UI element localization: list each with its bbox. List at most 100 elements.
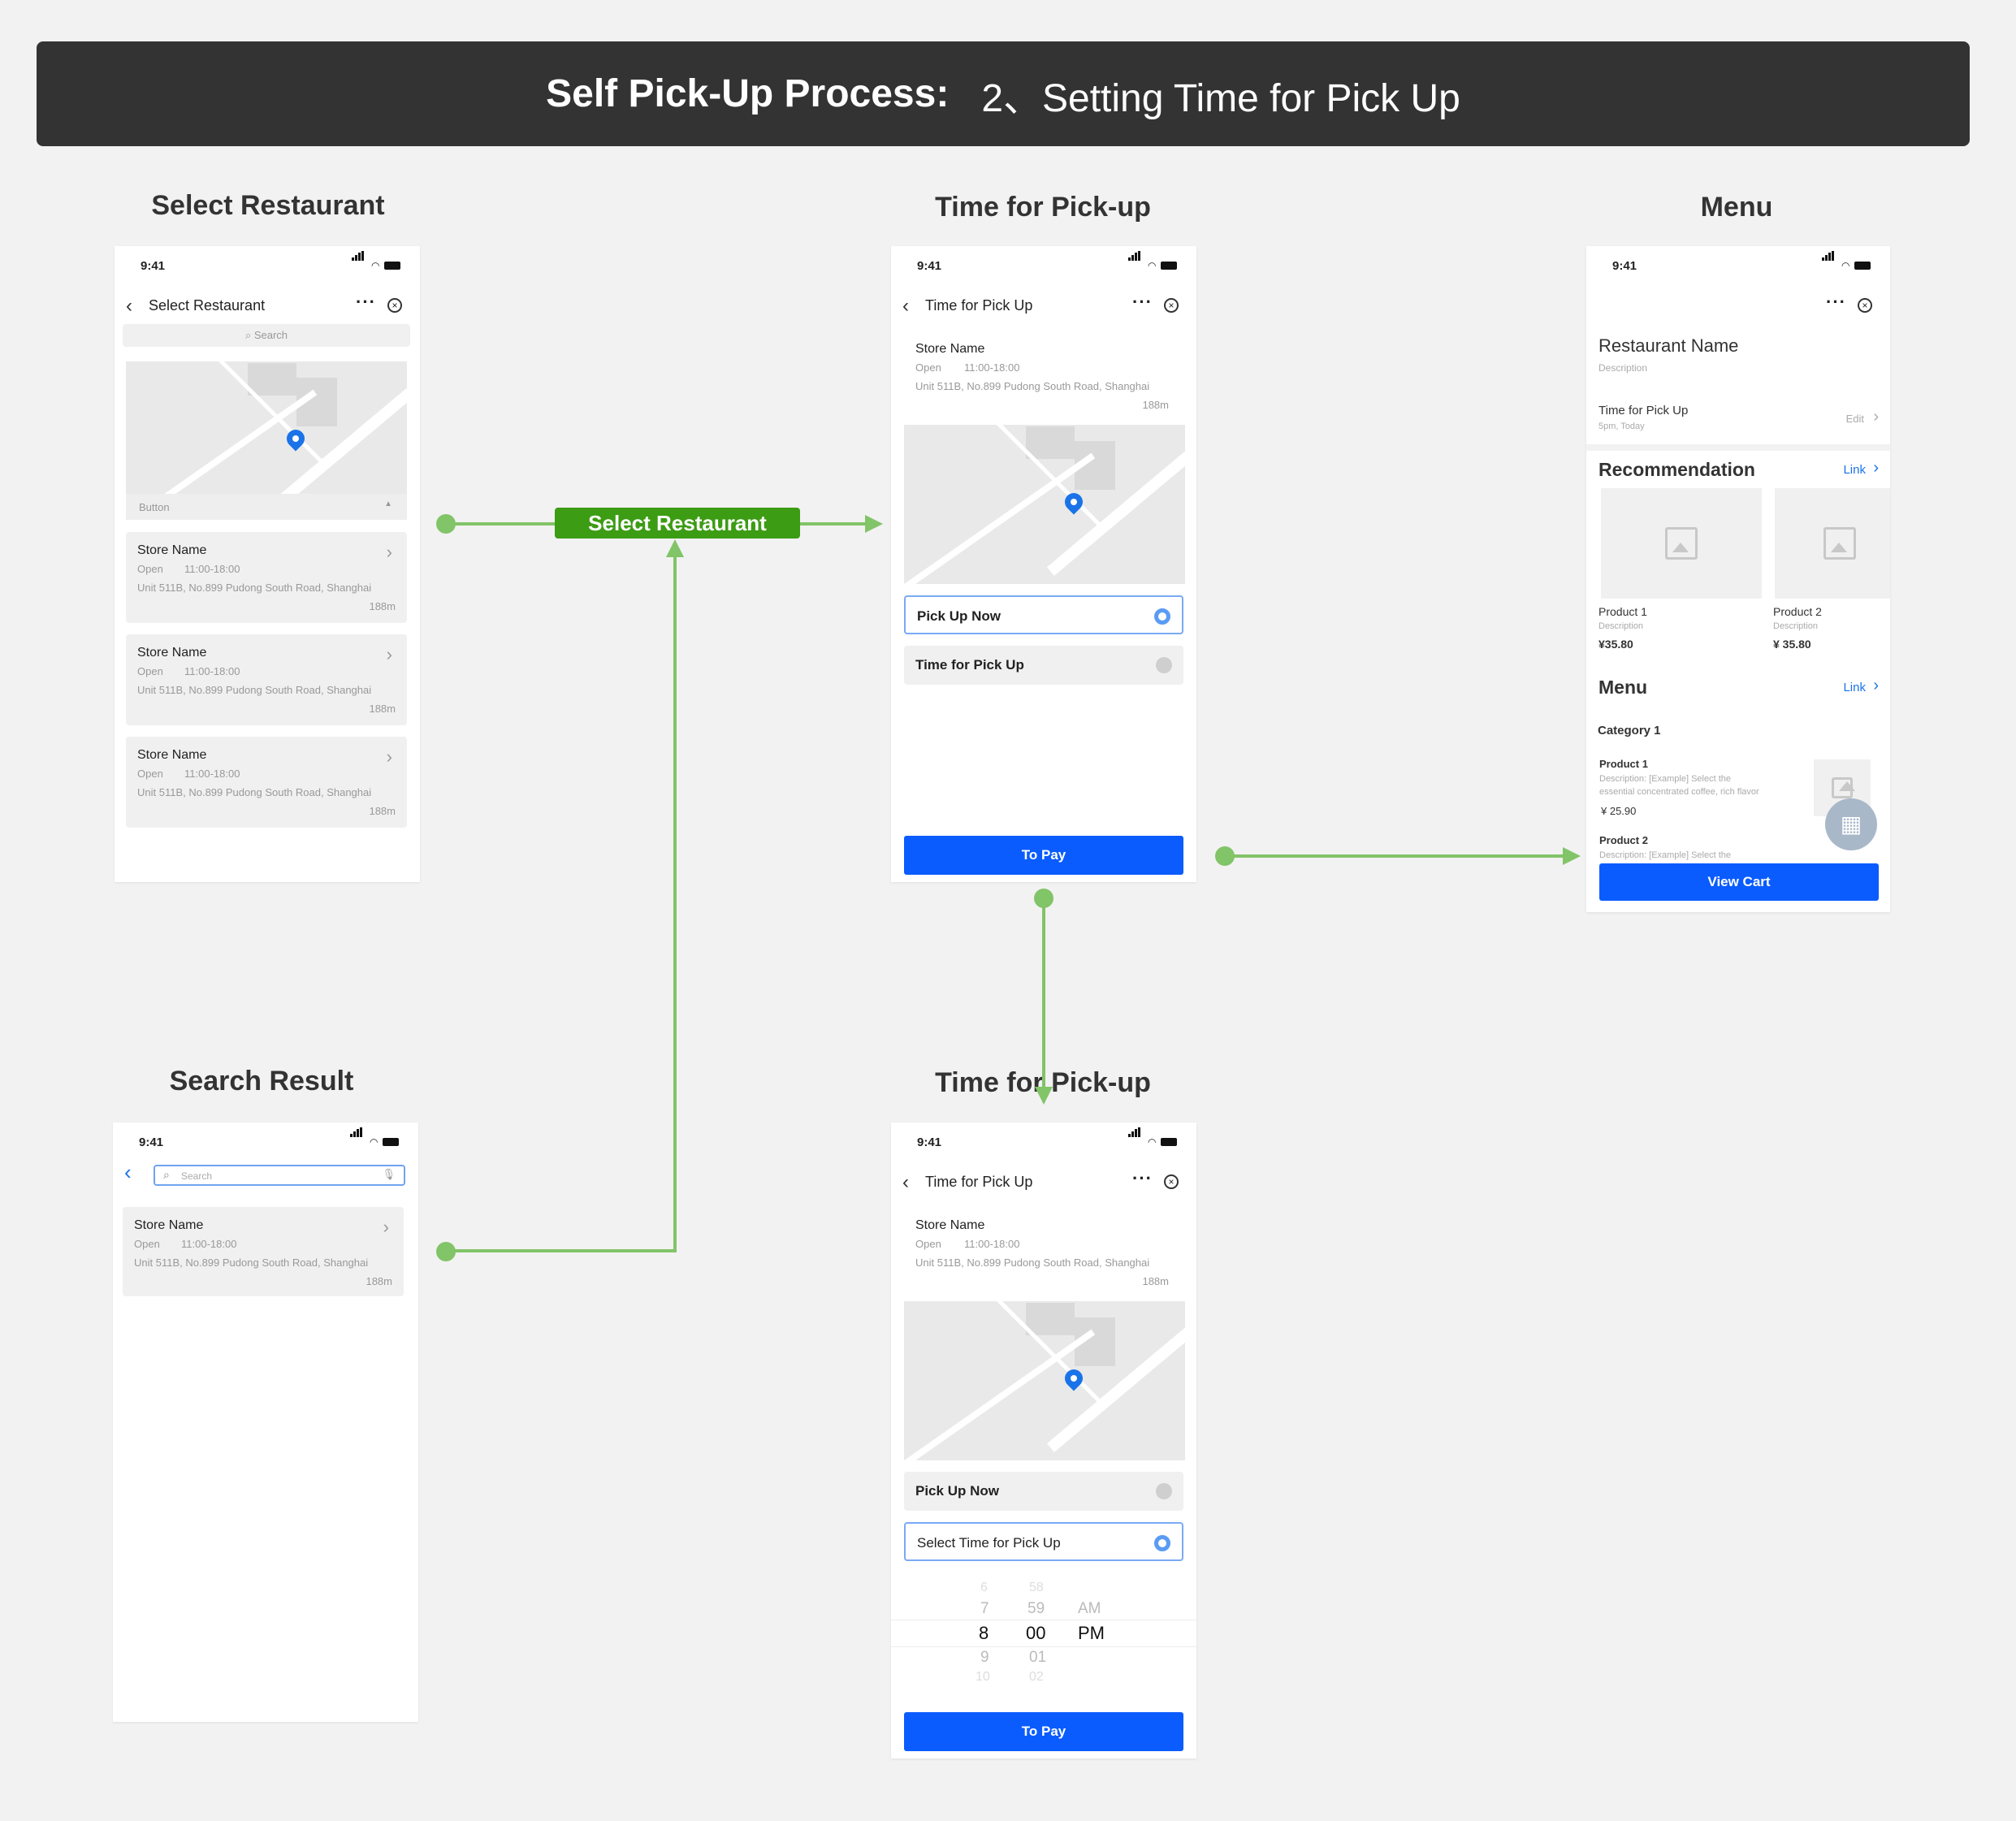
- store-name: Store Name: [137, 748, 207, 762]
- section-title-search-result: Search Result: [169, 1066, 354, 1096]
- close-icon[interactable]: ×: [1164, 1174, 1179, 1189]
- store-hours: 11:00-18:00: [964, 361, 1020, 374]
- view-cart-button[interactable]: View Cart: [1599, 863, 1879, 901]
- store-open: Open: [137, 768, 163, 780]
- map[interactable]: [904, 1301, 1185, 1460]
- time-picker[interactable]: 6 7 8 9 10 58 59 00 01 02 AM PM: [891, 1577, 1196, 1699]
- pickup-time-value: 5pm, Today: [1599, 422, 1645, 431]
- image-placeholder-icon: [1665, 527, 1698, 560]
- close-icon[interactable]: ×: [387, 298, 402, 313]
- recommendation-link[interactable]: Link: [1843, 463, 1866, 477]
- pickup-time-row[interactable]: Time for Pick Up 5pm, Today Edit ›: [1586, 396, 1890, 441]
- to-pay-button[interactable]: To Pay: [904, 836, 1183, 875]
- radio-selected-icon: [1154, 608, 1170, 625]
- picker-minute[interactable]: 59: [1027, 1600, 1045, 1617]
- microphone-icon[interactable]: 🎙: [382, 1168, 396, 1180]
- store-open: Open: [915, 1238, 941, 1250]
- option-time-for-pick-up[interactable]: Time for Pick Up: [904, 646, 1183, 685]
- chevron-right-icon[interactable]: ›: [1873, 677, 1879, 694]
- store-card[interactable]: Store Name Open 11:00-18:00 Unit 511B, N…: [126, 634, 407, 725]
- search-placeholder: Search: [253, 329, 288, 341]
- store-open: Open: [134, 1238, 160, 1250]
- chevron-right-icon[interactable]: ›: [1873, 459, 1879, 477]
- option-pick-up-now[interactable]: Pick Up Now: [904, 595, 1183, 634]
- close-icon[interactable]: ×: [1164, 298, 1179, 313]
- store-open: Open: [137, 563, 163, 575]
- close-icon[interactable]: ×: [1858, 298, 1872, 313]
- map[interactable]: [126, 361, 407, 519]
- store-hours: 11:00-18:00: [181, 1238, 237, 1250]
- picker-minute[interactable]: 02: [1029, 1670, 1044, 1684]
- menu-link[interactable]: Link: [1843, 681, 1866, 694]
- option-pick-up-now[interactable]: Pick Up Now: [904, 1472, 1183, 1511]
- floating-grid-button[interactable]: ▦: [1825, 798, 1877, 850]
- store-card[interactable]: Store Name Open 11:00-18:00 Unit 511B, N…: [126, 532, 407, 623]
- map[interactable]: [904, 425, 1185, 584]
- screen-select-restaurant: 9:41 ◠ ‹ Select Restaurant ··· × ⌕ Searc…: [115, 246, 420, 882]
- picker-ampm-selected[interactable]: PM: [1078, 1623, 1105, 1643]
- back-icon[interactable]: ‹: [902, 1171, 909, 1193]
- banner-title-bold: Self Pick-Up Process:: [546, 72, 950, 115]
- flow-line: [446, 1249, 673, 1252]
- battery-icon: [1161, 262, 1177, 270]
- section-title-menu: Menu: [1700, 192, 1773, 223]
- nav-bar: ‹ Time for Pick Up ··· ×: [891, 1165, 1196, 1197]
- product-price: ¥35.80: [1599, 638, 1633, 651]
- picker-hour[interactable]: 7: [980, 1600, 989, 1617]
- search-icon: ⌕: [163, 1168, 170, 1181]
- picker-minute[interactable]: 58: [1029, 1581, 1044, 1594]
- flow-line: [1042, 898, 1045, 1087]
- status-time: 9:41: [139, 1135, 164, 1149]
- screen-time-pickup: 9:41 ◠ ‹ Time for Pick Up ··· × Store Na…: [891, 246, 1196, 882]
- edit-link[interactable]: Edit: [1845, 413, 1864, 425]
- picker-minute-selected[interactable]: 00: [1026, 1623, 1046, 1643]
- product-image[interactable]: [1775, 488, 1890, 599]
- more-icon[interactable]: ···: [1132, 1168, 1153, 1188]
- store-distance: 188m: [1142, 1275, 1169, 1287]
- flow-line: [800, 522, 865, 526]
- product-image[interactable]: [1601, 488, 1762, 599]
- status-icons: ◠: [1822, 251, 1871, 270]
- flow-line: [446, 522, 555, 526]
- arrow-right-icon: [865, 515, 883, 533]
- store-address: Unit 511B, No.899 Pudong South Road, Sha…: [915, 1257, 1150, 1269]
- back-icon[interactable]: ‹: [902, 295, 909, 317]
- picker-hour-selected[interactable]: 8: [979, 1623, 989, 1643]
- option-select-time[interactable]: Select Time for Pick Up: [904, 1522, 1183, 1561]
- chevron-right-icon: ›: [1873, 408, 1879, 426]
- picker-minute[interactable]: 01: [1029, 1649, 1047, 1666]
- picker-hour[interactable]: 6: [980, 1581, 988, 1594]
- more-icon[interactable]: ···: [1826, 292, 1846, 312]
- chevron-right-icon: ›: [386, 644, 392, 664]
- to-pay-button[interactable]: To Pay: [904, 1712, 1183, 1751]
- store-distance: 188m: [369, 600, 396, 612]
- picker-hour[interactable]: 9: [980, 1649, 989, 1666]
- search-input[interactable]: ⌕ Search 🎙: [154, 1165, 405, 1186]
- radio-unselected-icon: [1156, 1483, 1172, 1499]
- nav-bar: ‹ Time for Pick Up ··· ×: [891, 288, 1196, 321]
- more-icon[interactable]: ···: [1132, 292, 1153, 312]
- back-icon[interactable]: ‹: [124, 1160, 132, 1184]
- search-bar[interactable]: ⌕ Search: [123, 324, 410, 347]
- map-button-bar[interactable]: Button ▲: [126, 494, 407, 520]
- wifi-icon: ◠: [371, 260, 380, 271]
- back-icon[interactable]: ‹: [126, 295, 132, 317]
- arrow-up-icon: [666, 539, 684, 557]
- store-card[interactable]: Store Name Open 11:00-18:00 Unit 511B, N…: [123, 1207, 404, 1296]
- flow-line: [1225, 854, 1563, 858]
- product-description: Description: [1773, 621, 1819, 631]
- more-icon[interactable]: ···: [356, 292, 376, 312]
- menu-item-description: Description: [Example] Select the: [1599, 774, 1732, 784]
- battery-icon: [384, 262, 400, 270]
- store-card[interactable]: Store Name Open 11:00-18:00 Unit 511B, N…: [126, 737, 407, 828]
- product-name: Product 1: [1599, 605, 1647, 618]
- screen-time-pickup-picker: 9:41 ◠ ‹ Time for Pick Up ··· × Store Na…: [891, 1122, 1196, 1758]
- image-placeholder-icon: [1823, 527, 1856, 560]
- store-name: Store Name: [915, 342, 985, 356]
- menu-item[interactable]: Product 2 Description: [Example] Select …: [1586, 831, 1890, 863]
- store-name: Store Name: [915, 1218, 985, 1232]
- store-address: Unit 511B, No.899 Pudong South Road, Sha…: [137, 786, 372, 798]
- picker-hour[interactable]: 10: [976, 1670, 990, 1684]
- store-distance: 188m: [366, 1275, 392, 1287]
- picker-ampm[interactable]: AM: [1078, 1600, 1101, 1617]
